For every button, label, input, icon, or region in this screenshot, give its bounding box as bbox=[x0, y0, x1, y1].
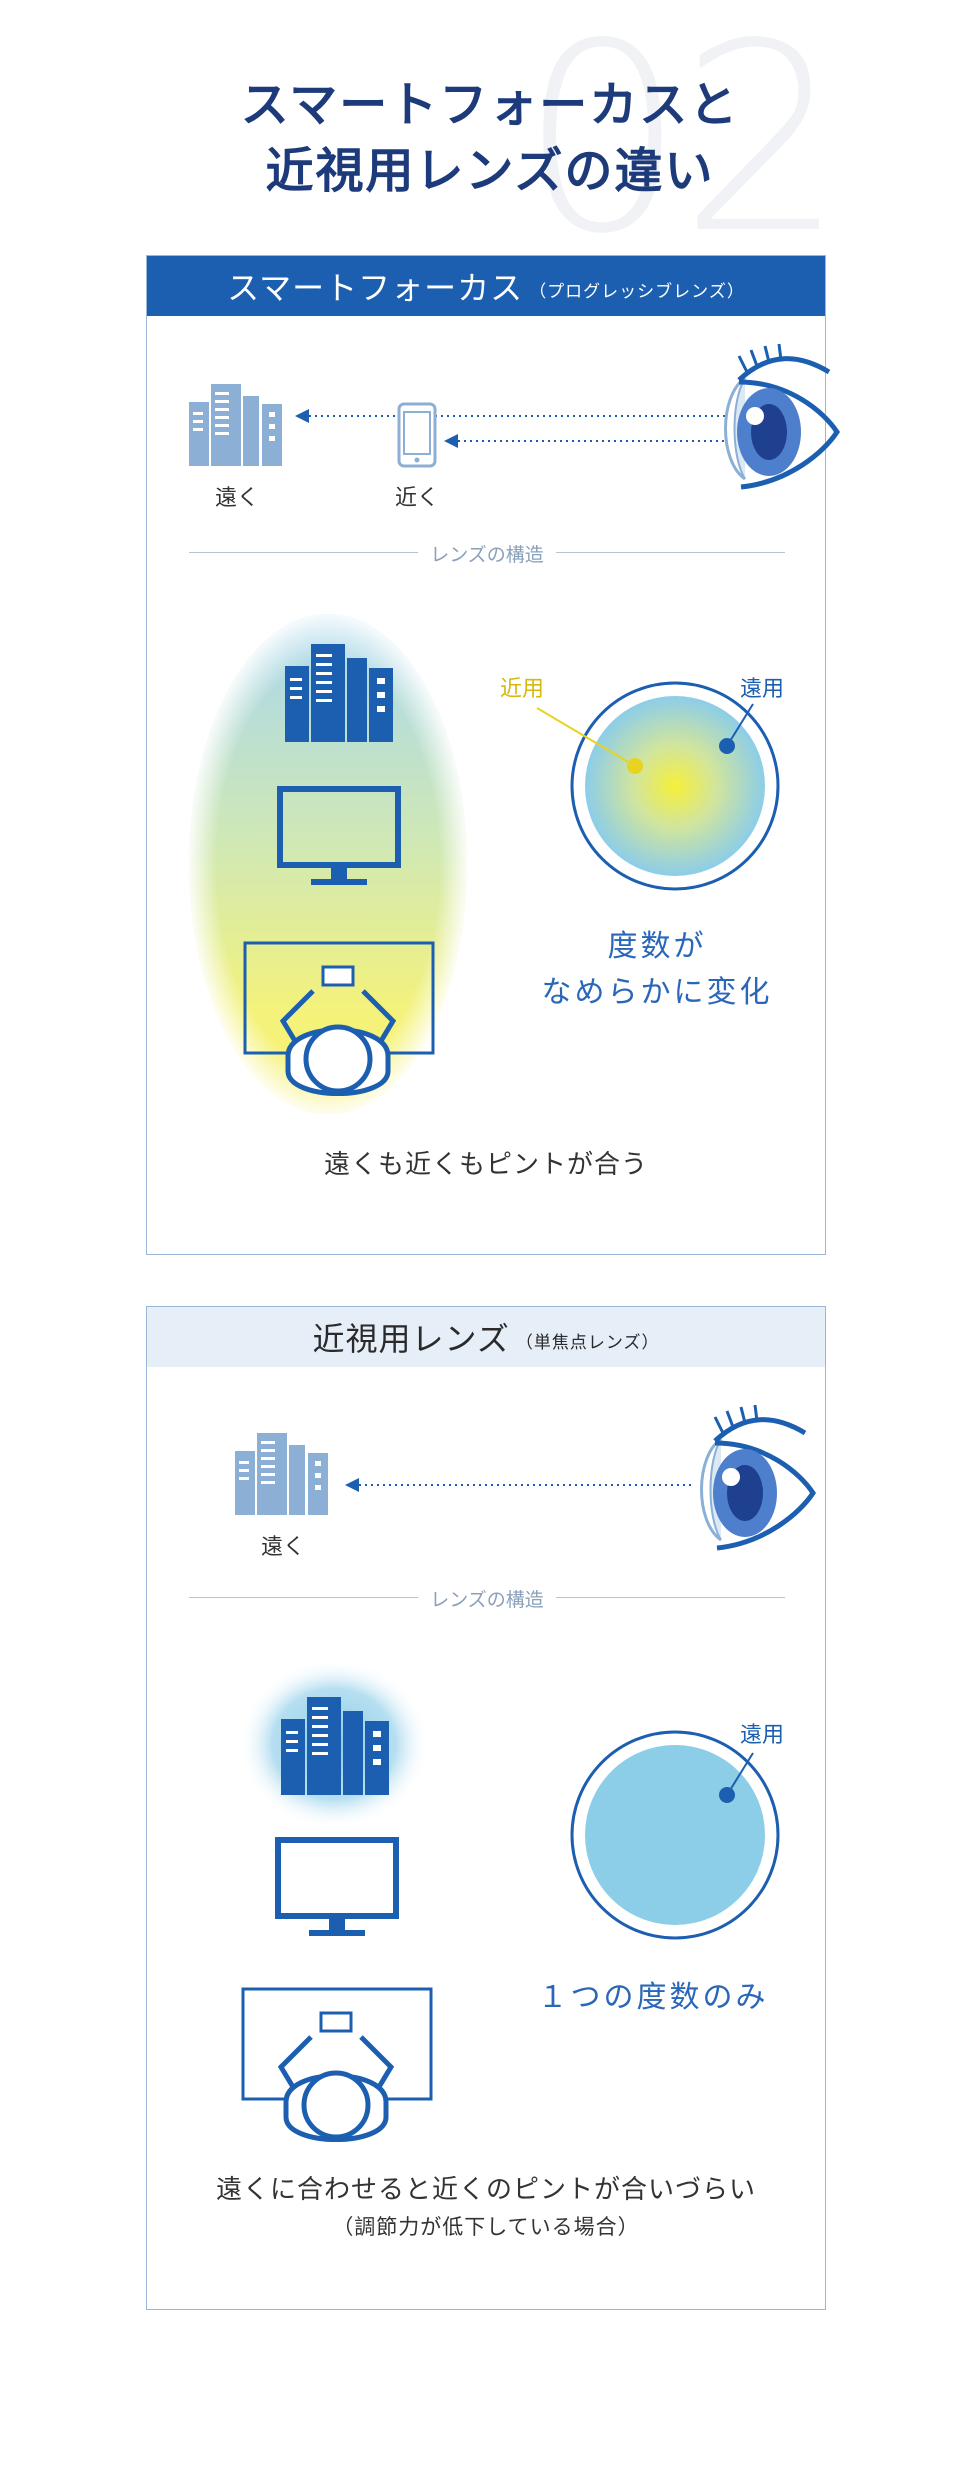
structure-label: レンズの構造 bbox=[418, 1585, 556, 1612]
progressive-lens-diagram bbox=[536, 681, 780, 891]
arrow-far bbox=[345, 1478, 695, 1492]
myopia-panel-header: 近視用レンズ （単焦点レンズ） bbox=[147, 1307, 825, 1367]
eye-icon bbox=[737, 343, 840, 490]
smartfocus-title: スマートフォーカス bbox=[227, 269, 524, 307]
desk-person-icon bbox=[241, 1987, 433, 2142]
title-line-2: 近視用レンズの違い bbox=[265, 143, 715, 199]
myopia-subtitle: （単焦点レンズ） bbox=[515, 1332, 660, 1353]
monitor-icon bbox=[275, 1837, 399, 1936]
degree-description: １つの度数のみ bbox=[537, 1980, 769, 2015]
degree-line-2: なめらかに変化 bbox=[541, 975, 773, 1010]
label-far: 遠く bbox=[214, 486, 259, 511]
smartfocus-panel-header: スマートフォーカス （プログレッシブレンズ） bbox=[147, 256, 825, 316]
building-icon bbox=[285, 644, 393, 742]
title-line-1: スマートフォーカスと bbox=[240, 77, 740, 133]
structure-label: レンズの構造 bbox=[418, 540, 556, 567]
building-icon bbox=[235, 1433, 328, 1515]
lens-far-label: 遠用 bbox=[739, 1723, 784, 1748]
smartfocus-subtitle: （プログレッシブレンズ） bbox=[529, 281, 745, 302]
myopia-caption: 遠くに合わせると近くのピントが合いづらい bbox=[215, 2175, 756, 2205]
myopia-panel: 近視用レンズ （単焦点レンズ） 遠く bbox=[146, 1306, 826, 2310]
smartfocus-panel: スマートフォーカス （プログレッシブレンズ） 遠く 近く bbox=[146, 255, 840, 1255]
arrow-far bbox=[295, 409, 725, 423]
building-icon bbox=[281, 1697, 389, 1795]
smartfocus-caption: 遠くも近くもピントが合う bbox=[323, 1150, 648, 1180]
desk-person-icon bbox=[243, 941, 435, 1096]
myopia-caption-note: （調節力が低下している場合） bbox=[332, 2215, 640, 2239]
degree-description: 度数が なめらかに変化 bbox=[527, 924, 787, 1016]
section-number: 02 bbox=[520, 0, 845, 291]
label-near: 近く bbox=[394, 486, 439, 511]
smartphone-icon bbox=[397, 402, 437, 468]
label-far: 遠く bbox=[260, 1535, 305, 1560]
lens-far-label: 遠用 bbox=[739, 677, 784, 702]
arrow-near bbox=[444, 434, 724, 448]
myopia-title: 近視用レンズ bbox=[312, 1320, 510, 1358]
degree-line-1: 度数が bbox=[607, 929, 707, 964]
eye-icon bbox=[713, 1404, 816, 1551]
building-icon bbox=[189, 384, 282, 466]
single-vision-lens-diagram bbox=[570, 1730, 780, 1940]
page-title: スマートフォーカスと 近視用レンズの違い bbox=[0, 72, 980, 204]
monitor-icon bbox=[277, 786, 401, 885]
lens-near-label: 近用 bbox=[499, 677, 544, 702]
